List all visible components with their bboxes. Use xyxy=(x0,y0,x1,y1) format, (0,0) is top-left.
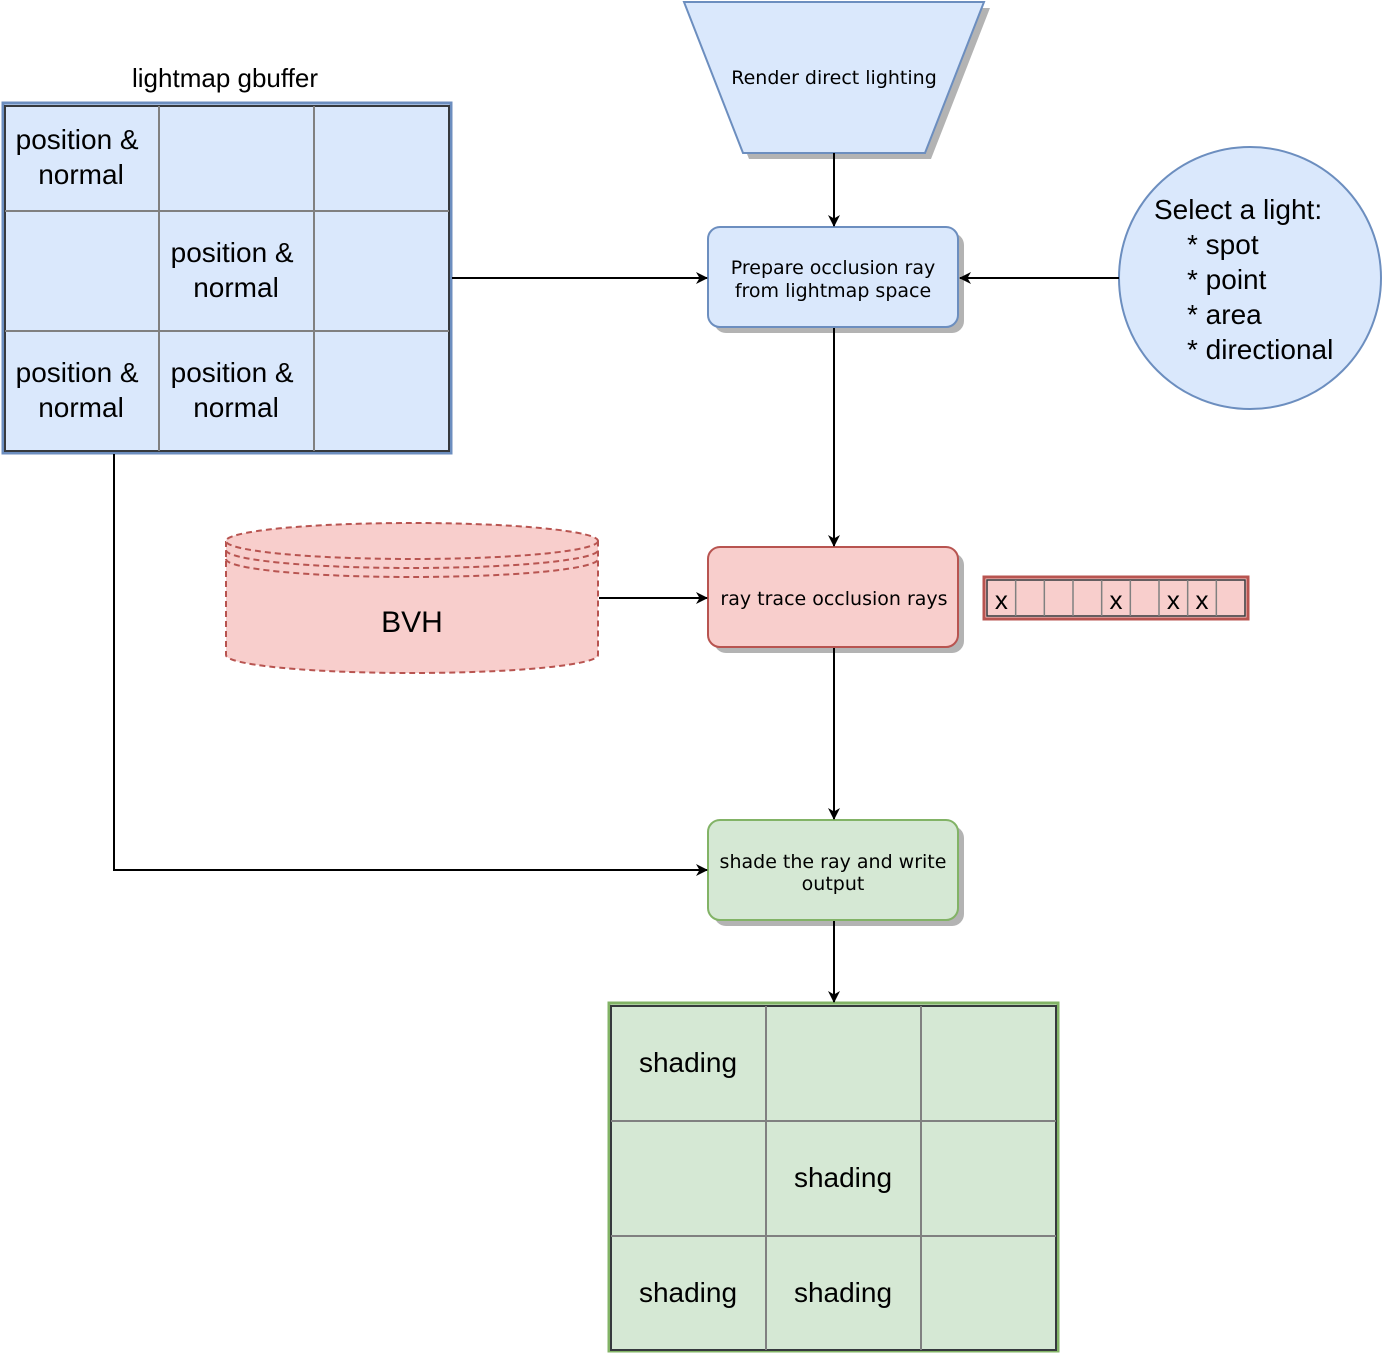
arrow-gbuffer-to-shade xyxy=(113,454,708,876)
gbuffer-cell: position & normal xyxy=(16,124,147,190)
shade-node-line-2: output xyxy=(802,873,865,895)
light-node-title: Select a light: xyxy=(1154,194,1322,225)
gbuffer-cell-line: normal xyxy=(38,159,124,190)
shade-node: shade the ray and write output xyxy=(707,819,964,926)
gbuffer-cell-line: normal xyxy=(193,392,279,423)
gbuffer-grid-lines xyxy=(5,106,449,451)
render-node-shape xyxy=(682,1,986,154)
gbuffer-cell-line: position & xyxy=(171,237,294,268)
prepare-occlusion-ray-node: Prepare occlusion ray from lightmap spac… xyxy=(707,226,964,333)
bvh-node: BVH xyxy=(225,522,599,674)
output-grid-lines xyxy=(611,1006,1056,1350)
ray-mask-cell: x xyxy=(995,585,1008,615)
prepare-node-box xyxy=(707,226,959,328)
gbuffer-cell: position & normal xyxy=(16,357,147,423)
shading-output-grid: shading shading shading shading xyxy=(607,1001,1060,1353)
gbuffer-cell-line: position & xyxy=(171,357,294,388)
gbuffer-cells: position & normal position & normal posi… xyxy=(16,124,302,423)
trace-node-box xyxy=(707,546,959,648)
light-option: * spot xyxy=(1187,229,1259,260)
gbuffer-cell-line: position & xyxy=(16,124,139,155)
light-option: * area xyxy=(1187,299,1262,330)
render-direct-lighting-node: Render direct lighting xyxy=(682,1,990,159)
output-inner-border xyxy=(610,1005,1057,1351)
connectors xyxy=(113,153,1119,1003)
gbuffer-title: lightmap gbuffer xyxy=(132,63,318,93)
gbuffer-cell: position & normal xyxy=(171,237,302,303)
render-node-label: Render direct lighting xyxy=(731,67,937,89)
light-option: * point xyxy=(1187,264,1267,295)
gbuffer-outline xyxy=(1,101,453,455)
gbuffer-cell-line: normal xyxy=(193,272,279,303)
ray-trace-node: ray trace occlusion rays xyxy=(707,546,964,653)
gbuffer-inner-border xyxy=(4,105,450,452)
ray-mask-cell: x xyxy=(1110,585,1123,615)
gbuffer-cell-line: normal xyxy=(38,392,124,423)
bvh-cylinder-top xyxy=(225,522,599,560)
select-light-node: Select a light: * spot * point * area * … xyxy=(1118,146,1382,410)
shade-node-line-1: shade the ray and write xyxy=(720,851,947,873)
bvh-cylinder-ring xyxy=(225,558,599,578)
lightmap-gbuffer: lightmap gbuffer position & normal posit… xyxy=(1,63,453,455)
output-cell: shading xyxy=(794,1162,892,1193)
light-option: * directional xyxy=(1187,334,1333,365)
shade-node-box xyxy=(707,819,959,921)
output-cell: shading xyxy=(639,1047,737,1078)
ray-mask-outline xyxy=(982,575,1250,621)
gbuffer-cell-line: position & xyxy=(16,357,139,388)
bvh-label: BVH xyxy=(381,606,443,639)
trace-node-label: ray trace occlusion rays xyxy=(720,588,947,610)
prepare-node-line-2: from lightmap space xyxy=(735,280,931,302)
ray-mask-cell: x xyxy=(1167,585,1180,615)
output-cell: shading xyxy=(794,1277,892,1308)
bvh-cylinder-ring xyxy=(225,549,599,569)
output-cell: shading xyxy=(639,1277,737,1308)
ray-mask-inner xyxy=(986,579,1246,617)
ray-mask-cell: x xyxy=(1196,585,1209,615)
gbuffer-cell: position & normal xyxy=(171,357,302,423)
prepare-node-line-1: Prepare occlusion ray xyxy=(731,257,935,279)
